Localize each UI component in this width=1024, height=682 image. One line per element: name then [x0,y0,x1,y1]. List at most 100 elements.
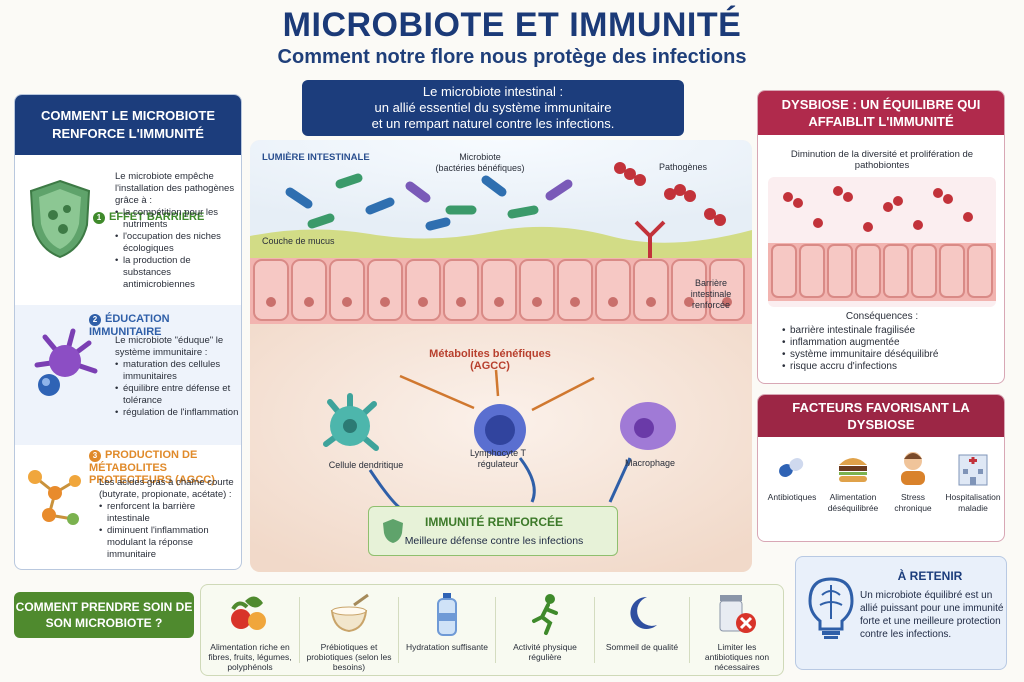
care-item: Alimentation riche en fibres, fruits, lé… [201,585,299,677]
divider [398,597,399,663]
macrophage-label: Macrophage [624,458,676,468]
banner-line: Le microbiote intestinal : [422,84,564,99]
macrophage-icon [620,402,676,450]
left-panel-title: COMMENT LE MICROBIOTE RENFORCE L'IMMUNIT… [15,95,241,155]
list-item: diminuent l'inflammation modulant la rép… [99,525,239,561]
section-intro: Le microbiote "éduque" le système immuni… [115,335,224,358]
dysbiosis-caption: Diminution de la diversité et proliférat… [790,149,974,171]
factors-title: FACTEURS FAVORISANT LA DYSBIOSE [758,395,1004,437]
care-item: Hydratation suffisante [399,585,495,677]
beneficial-bacteria [285,173,573,231]
list-item: la production de substances antimicrobie… [115,255,239,291]
care-item: Limiter les antibiotiques non nécessaire… [690,585,784,677]
care-label: Prébiotiques et probiotiques (selon les … [306,642,392,672]
list-item: équilibre entre défense et tolérance [115,383,239,407]
care-label: Hydratation suffisante [405,642,489,652]
center-banner: Le microbiote intestinal : un allié esse… [302,80,684,136]
shield-icon [383,519,403,543]
brain-bulb-icon [808,577,854,639]
care-label: Activité physique régulière [513,642,577,662]
shield-icon [29,179,91,259]
retain-title: À RETENIR [897,569,963,583]
retain-text: Un microbiote équilibré est un allié pui… [860,590,1004,640]
burger-icon [839,458,867,482]
molecule-icon [28,470,81,525]
section-intro: Le microbiote empêche l'installation des… [115,171,235,206]
yogurt-icon [330,593,369,633]
factor-item: Alimentation déséquilibrée [822,447,884,514]
stress-person-icon [901,452,925,485]
dendritic-cell-icon [323,393,379,451]
factor-item: Hospitalisation maladie [942,447,1004,514]
factor-label: Hospitalisation maladie [945,492,1001,513]
metabolites-sublabel: (AGCC) [470,360,510,372]
care-strip: Alimentation riche en fibres, fruits, lé… [200,584,784,676]
metabolites-label: Métabolites bénéfiques [429,348,551,360]
list-item: la compétition pour les nutriments [115,207,239,231]
divider [495,597,496,663]
no-pills-icon [719,595,756,633]
section-intro: Les acides gras à chaîne courte (butyrat… [99,477,234,500]
list-item: maturation des cellules immunitaires [115,359,239,383]
retain-box: À RETENIR Un microbiote équilibré est un… [795,556,1007,670]
result-box: IMMUNITÉ RENFORCÉE Meilleure défense con… [368,506,618,556]
page-title: MICROBIOTE ET IMMUNITÉ [282,6,742,44]
pathogens [614,162,726,226]
result-text: Meilleure défense contre les infections [404,535,584,547]
list-item: renforcent la barrière intestinale [99,501,239,525]
list-item: barrière intestinale fragilisée [782,325,992,337]
lymphocyte-label: Lymphocyte T régulateur [469,448,527,469]
factor-label: Antibiotiques [767,492,817,502]
page-subtitle: Comment notre flore nous protège des inf… [277,46,747,68]
microbiote-label: Microbiote [459,152,501,162]
lumen-label: LUMIÈRE INTESTINALE [262,152,370,163]
section-title-metabolites: PRODUCTION DE MÉTABOLITES PROTECTEURS (A… [89,449,215,486]
divider [299,597,300,663]
epithelium [250,258,752,324]
banner-line: un allié essentiel du système immunitair… [374,100,612,115]
vegetables-icon [231,596,266,630]
consequences-title: Conséquences : [845,311,919,322]
list-item: inflammation augmentée [782,337,992,349]
dysbiosis-scene [768,177,996,307]
divider [689,597,690,663]
factor-item: Antibiotiques [762,447,822,503]
section-title-education: ÉDUCATION IMMUNITAIRE [89,313,170,338]
runner-icon [532,594,558,635]
list-item: système immunitaire déséquilibré [782,349,992,361]
dysbiosis-panel: DYSBIOSE : UN ÉQUILIBRE QUI AFFAIBLIT L'… [757,90,1005,384]
list-item: risque accru d'infections [782,361,992,373]
list-item: régulation de l'inflammation [115,407,239,419]
care-item: Prébiotiques et probiotiques (selon les … [300,585,398,677]
result-title: IMMUNITÉ RENFORCÉE [425,515,563,529]
factors-panel: FACTEURS FAVORISANT LA DYSBIOSE Antibiot… [757,394,1005,542]
gut-illustration [250,140,752,572]
banner-line: et un rempart naturel contre les infecti… [371,116,615,131]
water-bottle-icon [437,593,457,636]
factor-label: Stress chronique [894,492,932,513]
factor-item: Stress chronique [884,447,942,514]
divider [594,597,595,663]
care-title: COMMENT PRENDRE SOIN DE SON MICROBIOTE ? [14,592,194,638]
mucus-label: Couche de mucus [262,236,335,246]
care-label: Sommeil de qualité [605,642,679,652]
dendritic-label: Cellule dendritique [328,460,404,470]
care-item: Sommeil de qualité [595,585,689,677]
microbiote-sublabel: (bactéries bénéfiques) [435,163,525,173]
factor-label: Alimentation déséquilibrée [827,492,879,513]
care-item: Activité physique régulière [496,585,594,677]
section-number: 2 [89,314,101,326]
moon-icon [630,596,657,629]
list-item: l'occupation des niches écologiques [115,231,239,255]
section-number: 1 [93,212,105,224]
immune-cell-icon [34,328,98,396]
hospital-icon [958,454,988,486]
gut-scene [250,140,752,572]
care-label: Limiter les antibiotiques non nécessaire… [704,642,770,672]
section-number: 3 [89,450,101,462]
care-label: Alimentation riche en fibres, fruits, lé… [208,642,292,672]
lymphocyte-icon [474,404,526,456]
pathogens-label: Pathogènes [658,162,708,172]
barrier-label: Barrière intestinale renforcée [690,278,732,310]
